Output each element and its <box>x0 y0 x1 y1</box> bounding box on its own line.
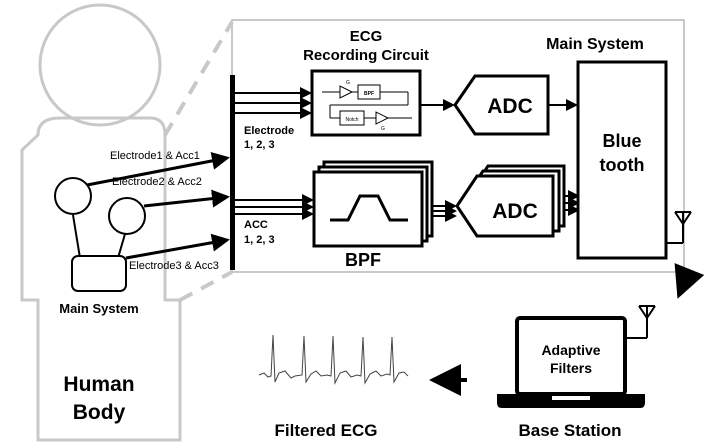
human-body-label-line2: Body <box>73 401 126 424</box>
adaptive-filters-label-line2: Filters <box>550 360 592 376</box>
inner-notch-label: Notch <box>345 117 358 123</box>
electrode-arrows <box>235 87 312 119</box>
inner-gain-label-1: G <box>346 80 350 86</box>
input-bus <box>230 75 235 270</box>
ecg-title-line2: Recording Circuit <box>303 47 429 64</box>
body-head <box>38 3 162 127</box>
inner-gain-label-2: G <box>381 126 385 132</box>
electrode-group-label-line2: 1, 2, 3 <box>244 139 275 151</box>
ecg-recording-circuit: G BPF Notch G <box>310 69 422 137</box>
acc-group-label-line2: 1, 2, 3 <box>244 234 275 246</box>
zoom-dashes <box>163 20 234 302</box>
ecg-title-line1: ECG <box>350 28 383 45</box>
input-label-2: Electrode2 & Acc2 <box>112 176 202 188</box>
bluetooth-antenna-icon <box>666 211 692 244</box>
wireless-transfer-arrow <box>674 263 705 299</box>
electrode-group-label-line1: Electrode <box>244 125 294 137</box>
inner-bpf-label: BPF <box>364 91 374 97</box>
bluetooth-block <box>576 60 668 260</box>
bpf-response-icon <box>330 194 408 222</box>
electrode-sensor-1 <box>54 177 92 215</box>
input-arrows <box>86 152 230 260</box>
adc-top-label: ADC <box>487 95 533 118</box>
acc-group-label-line1: ACC <box>244 219 268 231</box>
adaptive-filters-label-line1: Adaptive <box>541 342 600 358</box>
electrode-sensor-2 <box>108 197 146 235</box>
adc-bottom-to-bluetooth-arrows <box>564 190 580 216</box>
human-body-silhouette <box>20 3 182 442</box>
input-label-1: Electrode1 & Acc1 <box>110 150 200 162</box>
bpf-stack <box>312 160 434 248</box>
base-station-label: Base Station <box>519 421 622 440</box>
acc-arrows <box>235 194 314 220</box>
human-body-label-line1: Human <box>63 373 134 396</box>
body-torso <box>20 116 182 442</box>
bpf-label: BPF <box>345 250 381 270</box>
bluetooth-label-line2: tooth <box>600 155 645 175</box>
base-station-laptop <box>497 316 645 408</box>
input-label-3: Electrode3 & Acc3 <box>129 260 219 272</box>
body-main-system-label: Main System <box>59 301 138 316</box>
base-station-antenna-icon <box>625 305 656 339</box>
bluetooth-label-line1: Blue <box>602 131 641 151</box>
sensors <box>54 177 146 292</box>
filtered-ecg-label: Filtered ECG <box>275 421 378 440</box>
adc-bottom-label: ADC <box>492 200 538 223</box>
bpf-to-adc-arrows <box>432 200 457 222</box>
filtered-ecg-waveform <box>258 334 409 385</box>
body-main-system-unit <box>71 255 127 292</box>
main-system-title: Main System <box>546 36 644 53</box>
